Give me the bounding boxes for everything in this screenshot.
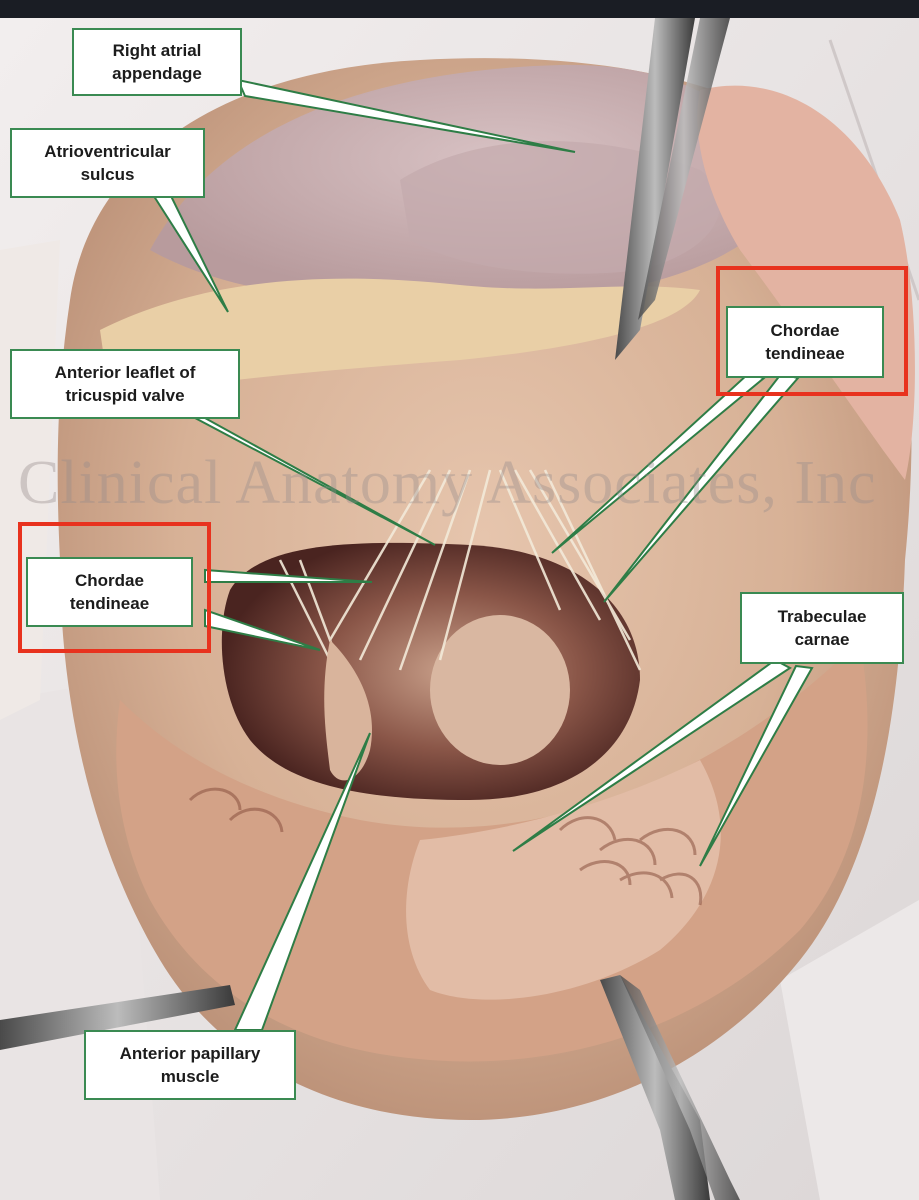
- label-chordae-tendineae-right: Chordae tendineae: [726, 306, 884, 378]
- label-atrioventricular-sulcus: Atrioventricular sulcus: [10, 128, 205, 198]
- label-trabeculae-carnae: Trabeculae carnae: [740, 592, 904, 664]
- highlight-frame-chordae-right: [716, 266, 908, 396]
- label-text: Atrioventricular sulcus: [44, 142, 171, 184]
- label-text: Right atrial appendage: [112, 41, 202, 83]
- label-text: Chordae tendineae: [765, 321, 845, 363]
- label-chordae-tendineae-left: Chordae tendineae: [26, 557, 193, 627]
- label-anterior-papillary-muscle: Anterior papillary muscle: [84, 1030, 296, 1100]
- label-anterior-leaflet-tricuspid: Anterior leaflet of tricuspid valve: [10, 349, 240, 419]
- highlight-frame-chordae-left: [18, 522, 211, 653]
- label-text: Trabeculae carnae: [777, 607, 867, 649]
- label-text: Chordae tendineae: [69, 571, 150, 613]
- label-text: Anterior papillary muscle: [119, 1044, 261, 1086]
- label-text: Anterior leaflet of tricuspid valve: [54, 363, 196, 405]
- label-right-atrial-appendage: Right atrial appendage: [72, 28, 242, 96]
- watermark-text: Clinical Anatomy Associates, Inc: [18, 449, 877, 517]
